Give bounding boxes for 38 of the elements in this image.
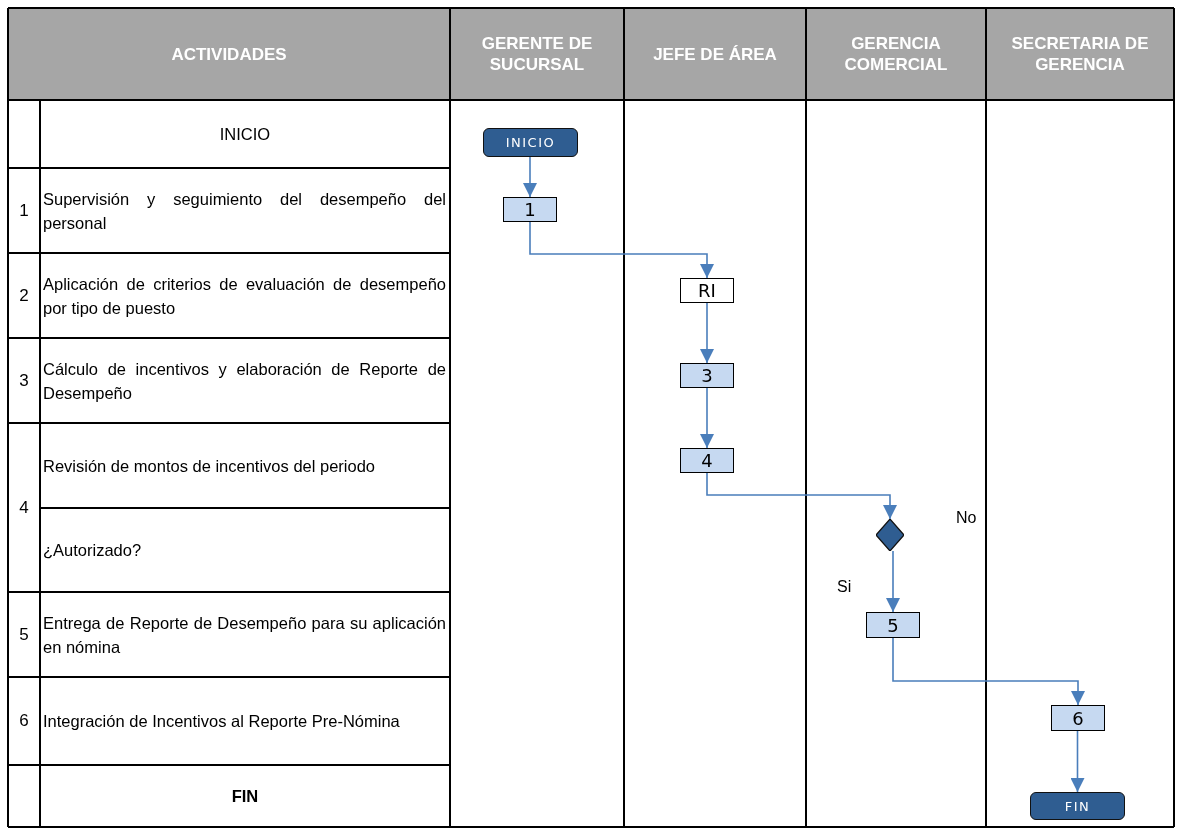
process-box: 5 [866,612,920,638]
arrow [886,550,900,613]
activity-text: Revisión de montos de incentivos del periodo [43,455,377,477]
row-number: 1 [19,200,29,221]
end-terminal: FIN [1030,792,1125,820]
row-number: 5 [19,624,29,645]
arrow [892,637,1085,706]
arrow [523,156,537,198]
activity-text: ¿Autorizado? [43,540,143,561]
document-box: RI [680,278,734,303]
arrow [1070,730,1085,793]
column-header: ACTIVIDADES [171,43,287,65]
arrow [700,302,714,364]
activity-text: Aplicación de criterios de evaluación de desempeño por tipo de puesto [43,273,446,319]
row-number: 4 [19,497,29,518]
activity-text: Entrega de Reporte de Desempeño para su aplicación en nómina [43,612,446,658]
process-box: 3 [680,363,734,388]
decision-label: No [956,509,977,527]
activity-text: FIN [231,786,259,806]
column-header: JEFE DE ÁREA [653,43,777,65]
arrow [706,472,897,520]
activity-text: Integración de Incentivos al Reporte Pre-Nómina [43,711,401,732]
arrow [529,221,714,279]
start-terminal: INICIO [483,128,578,157]
activity-text: Cálculo de incentivos y elaboración de Reporte de Desempeño [43,358,446,404]
process-box: 6 [1051,705,1105,731]
activity-text: Supervisión y seguimiento del desempeño del personal [43,188,446,234]
column-header: GERENCIA COMERCIAL [843,33,949,75]
edge-label: Si [837,577,852,596]
row-number: 6 [19,711,29,731]
process-box: 4 [680,448,734,473]
column-header: SECRETARIA DE GERENCIA [1010,33,1150,75]
column-header: GERENTE DE SUCURSAL [480,33,594,75]
activity-text: INICIO [219,124,271,144]
process-box: 1 [503,197,557,222]
arrow [700,387,714,449]
row-number: 2 [19,285,29,306]
row-number: 3 [19,370,29,391]
